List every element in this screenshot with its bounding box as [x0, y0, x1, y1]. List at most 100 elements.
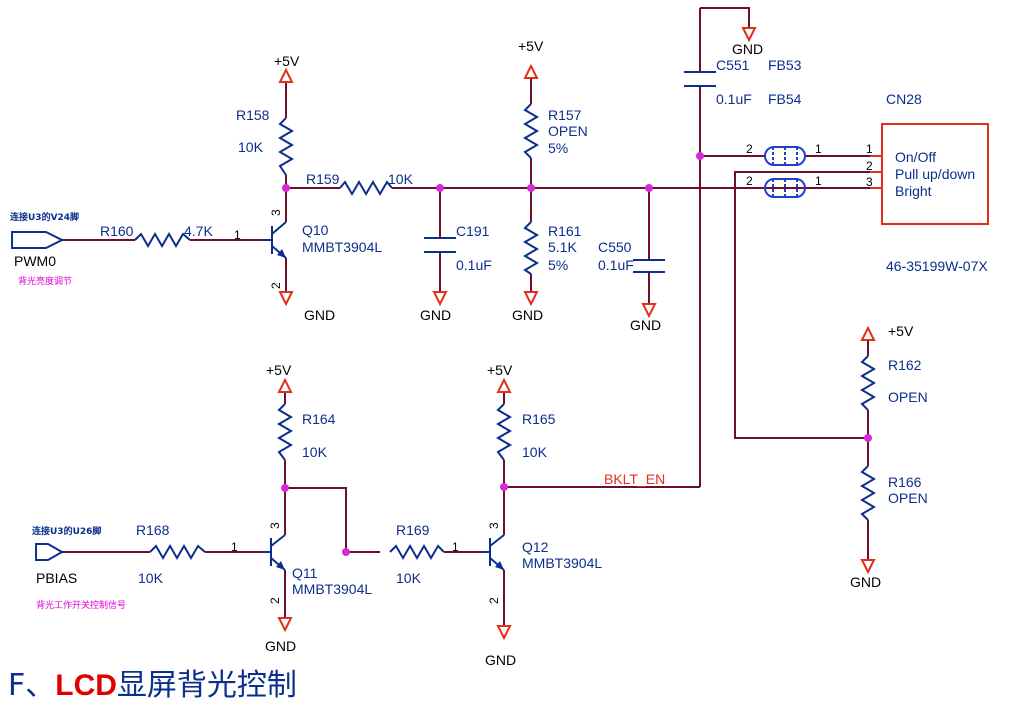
fb54-pin1: 1	[815, 174, 822, 188]
net-bklt-en: BKLT_EN	[604, 471, 665, 487]
r161-value: 5.1K	[548, 239, 577, 255]
cn28-pin-bright: Bright	[895, 183, 932, 199]
cn28-pin-pullup: Pull up/down	[895, 166, 975, 182]
vcc-label-r158: +5V	[274, 53, 300, 69]
fb54-symbol	[764, 178, 806, 198]
gnd-q10-icon	[278, 291, 294, 307]
cn28-box	[870, 123, 989, 225]
r164-symbol	[277, 403, 293, 461]
gnd-label-q10: GND	[304, 307, 335, 323]
r166-value: OPEN	[888, 490, 928, 506]
q11-part: MMBT3904L	[292, 581, 372, 597]
r160-value: 4.7K	[184, 223, 213, 239]
wire-c551-gnd	[700, 7, 750, 28]
r161-tol: 5%	[548, 257, 568, 273]
page-caption: F、LCD显屏背光控制	[8, 660, 297, 704]
gnd-q11-icon	[277, 617, 293, 633]
vcc-label-r165: +5V	[487, 362, 513, 378]
wires	[62, 7, 870, 626]
r159-symbol	[339, 180, 393, 196]
cn28-pin2-num: 2	[866, 159, 873, 173]
pbias-port-name: PBIAS	[36, 570, 77, 586]
port-pwm0-icon	[11, 231, 65, 249]
r160-ref: R160	[100, 223, 134, 239]
r164-ref: R164	[302, 411, 336, 427]
fb53-pin1: 1	[815, 142, 822, 156]
vcc-label-r157: +5V	[518, 38, 544, 54]
q10-symbol	[262, 221, 287, 259]
q12-part: MMBT3904L	[522, 555, 602, 571]
pbias-note-bottom: 背光工作开关控制信号	[36, 599, 126, 611]
port-pbias-icon	[35, 543, 65, 561]
q10-pin3: 3	[269, 209, 283, 216]
c191-symbol	[424, 237, 456, 253]
r157-ref: R157	[548, 107, 582, 123]
vcc-symbols	[277, 63, 876, 393]
gnd-label-q11: GND	[265, 638, 296, 654]
gnd-symbols	[277, 27, 876, 641]
cn28-pin-onoff: On/Off	[895, 149, 936, 165]
fb54-pin2: 2	[746, 174, 753, 188]
fb53-ref: FB53	[768, 57, 802, 73]
r169-ref: R169	[396, 522, 430, 538]
r157-tol: 5%	[548, 140, 568, 156]
c191-value: 0.1uF	[456, 257, 492, 273]
fb53-pin2: 2	[746, 142, 753, 156]
cn28-pin3-num: 3	[866, 175, 873, 189]
r169-symbol	[389, 544, 445, 560]
c551-symbol	[684, 71, 716, 87]
r169-value: 10K	[396, 570, 422, 586]
gnd-r161-icon	[523, 291, 539, 307]
r161-symbol	[523, 221, 539, 275]
r158-symbol	[278, 117, 294, 176]
r161-ref: R161	[548, 223, 582, 239]
capacitor-symbols	[424, 71, 716, 273]
r162-ref: R162	[888, 357, 922, 373]
junctions	[281, 152, 872, 556]
c551-value: 0.1uF	[716, 91, 752, 107]
r168-value: 10K	[138, 570, 164, 586]
gnd-c550-icon	[641, 303, 657, 319]
pwm-note-top: 连接U3的V24脚	[10, 211, 79, 223]
q12-symbol	[482, 534, 505, 571]
c191-ref: C191	[456, 223, 490, 239]
vcc-r164-icon	[277, 377, 293, 393]
fb53-symbol	[764, 146, 806, 166]
q11-pin2: 2	[268, 597, 282, 604]
r166-ref: R166	[888, 474, 922, 490]
q12-pin1: 1	[452, 540, 459, 554]
r160-symbol	[134, 232, 191, 248]
q11-pin1: 1	[231, 540, 238, 554]
vcc-r157-icon	[523, 63, 539, 79]
r168-ref: R168	[136, 522, 170, 538]
q10-pin2: 2	[269, 282, 283, 289]
wire-pullupdown	[734, 171, 870, 439]
gnd-label-q12: GND	[485, 652, 516, 668]
vcc-label-r164: +5V	[266, 362, 292, 378]
r166-symbol	[860, 465, 876, 521]
c550-symbol	[633, 259, 665, 273]
r158-value: 10K	[238, 139, 264, 155]
cn28-pin1-num: 1	[866, 142, 873, 156]
q10-pin1: 1	[234, 228, 241, 242]
q12-ref: Q12	[522, 539, 549, 555]
q11-ref: Q11	[292, 565, 318, 581]
vcc-label-r162: +5V	[888, 323, 914, 339]
resistor-symbols	[118, 103, 876, 560]
vcc-r165-icon	[496, 377, 512, 393]
wire-q11c-r169	[285, 487, 380, 553]
gnd-label-c191: GND	[420, 307, 451, 323]
caption-suffix: 显屏背光控制	[116, 668, 297, 703]
r162-symbol	[860, 355, 876, 411]
fb54-ref: FB54	[768, 91, 802, 107]
pbias-note-top: 连接U3的U26脚	[32, 525, 101, 537]
r159-ref: R159	[306, 171, 340, 187]
gnd-label-c550: GND	[630, 317, 661, 333]
gnd-c551-icon	[741, 27, 757, 43]
r157-value: OPEN	[548, 123, 588, 139]
r158-ref: R158	[236, 107, 270, 123]
c550-ref: C550	[598, 239, 632, 255]
r165-value: 10K	[522, 444, 548, 460]
r159-value: 10K	[388, 171, 414, 187]
